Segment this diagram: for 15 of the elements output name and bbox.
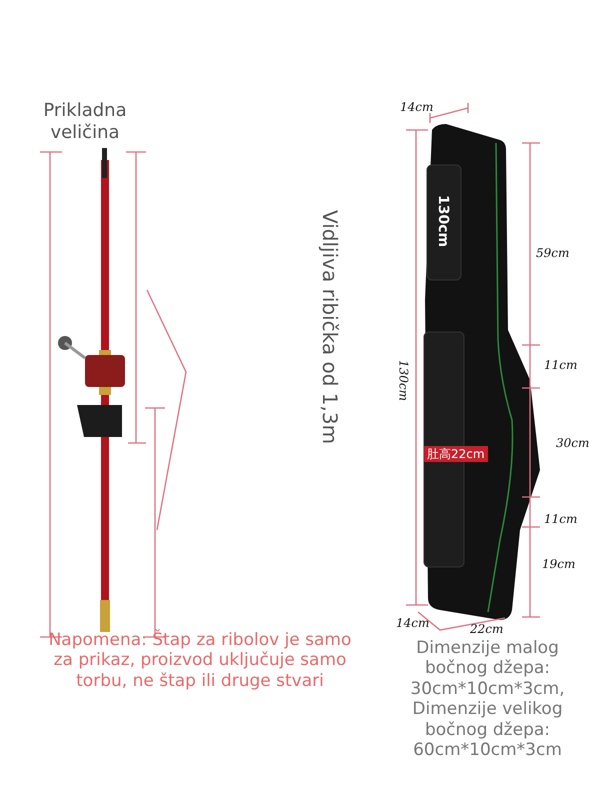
dimension-label: 19cm [542, 557, 576, 572]
heading: Prikladna veličina [42, 100, 128, 144]
dimension-label: 130cm [434, 195, 451, 248]
caption: Vidljiva ribička od 1,3m [318, 210, 342, 444]
dimension-label: 59cm [536, 246, 570, 260]
dimension-label: 130cm [396, 360, 410, 402]
note: Napomena: Štap za ribolov je samo za prikaz, proizvod uključuje samo torbu, ne štap ili druge stvari [48, 630, 352, 692]
dimension-tag: 肚高22cm [424, 446, 488, 462]
dimension-label: 22cm [470, 622, 504, 636]
dimension-label: 30cm [556, 436, 590, 450]
dimension-label: 11cm [544, 512, 578, 526]
dimension-label: 11cm [544, 358, 578, 372]
note: Dimenzije malog bočnog džepa: 30cm*10cm*3cm, Dimenzije velikog bočnog džepa: 60cm*10cm*3cm [409, 638, 566, 760]
dimension-label: 14cm [396, 616, 430, 630]
dimension-label: 14cm [400, 100, 434, 114]
